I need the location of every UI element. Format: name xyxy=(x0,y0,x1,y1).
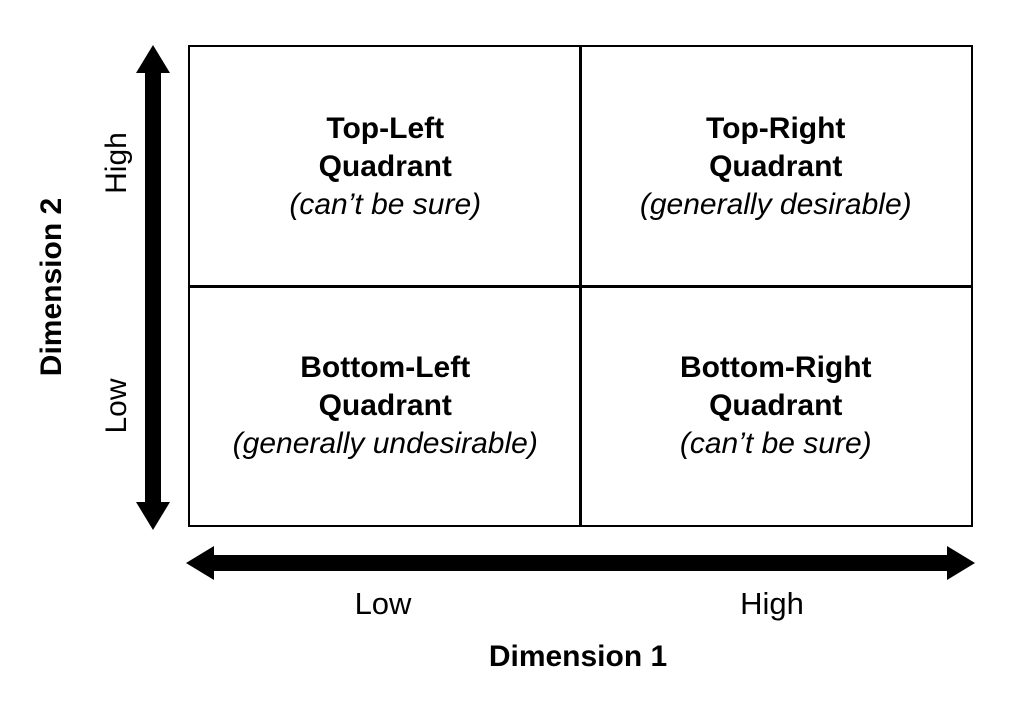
quadrant-cell-top-right: Top-Right Quadrant (generally desirable) xyxy=(581,47,972,286)
x-axis-arrow xyxy=(186,546,975,580)
x-axis-low-label: Low xyxy=(354,586,412,621)
y-axis-title: Dimension 2 xyxy=(35,197,68,377)
quadrant-title-word: Quadrant xyxy=(318,149,452,183)
y-axis-low-label: Low xyxy=(100,378,133,434)
quadrant-title: Top-Right xyxy=(706,111,846,145)
matrix-horizontal-divider xyxy=(190,284,971,288)
quadrant-note: (generally undesirable) xyxy=(232,426,538,460)
quadrant-title-word: Quadrant xyxy=(318,388,452,422)
y-axis-high-label: High xyxy=(100,132,133,194)
quadrant-cell-bottom-left: Bottom-Left Quadrant (generally undesira… xyxy=(190,286,581,525)
quadrant-title: Bottom-Left xyxy=(300,350,471,384)
quadrant-note: (generally desirable) xyxy=(639,187,912,221)
matrix-box: Top-Left Quadrant (can’t be sure) Top-Ri… xyxy=(188,45,973,527)
quadrant-note: (can’t be sure) xyxy=(289,187,482,221)
quadrant-title-word: Quadrant xyxy=(709,388,843,422)
quadrant-cell-top-left: Top-Left Quadrant (can’t be sure) xyxy=(190,47,581,286)
quadrant-title: Top-Left xyxy=(326,111,445,145)
quadrant-cell-bottom-right: Bottom-Right Quadrant (can’t be sure) xyxy=(581,286,972,525)
x-axis-high-label: High xyxy=(740,586,804,621)
x-axis-title: Dimension 1 xyxy=(488,640,668,673)
quadrant-title-word: Quadrant xyxy=(709,149,843,183)
quadrant-note: (can’t be sure) xyxy=(679,426,872,460)
quadrant-title: Bottom-Right xyxy=(679,350,872,384)
y-axis-arrow xyxy=(136,45,170,530)
